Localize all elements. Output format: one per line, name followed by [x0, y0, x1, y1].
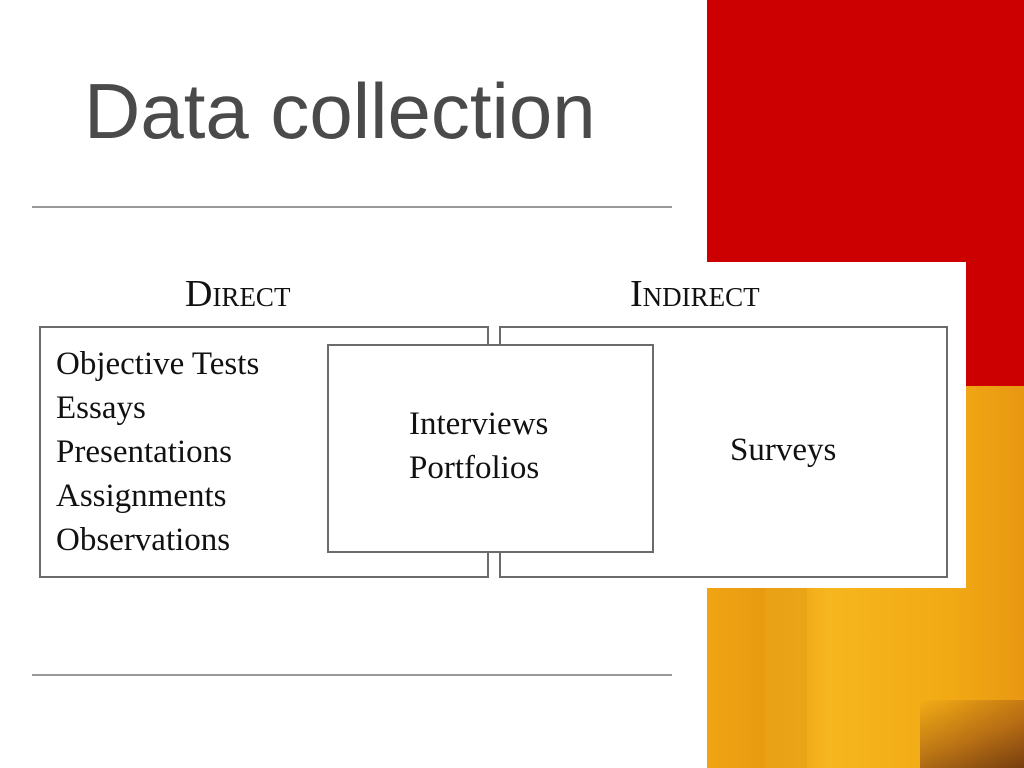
indirect-heading: Indirect — [630, 273, 760, 315]
direct-heading: Direct — [185, 273, 291, 315]
top-divider — [32, 206, 672, 208]
overlap-box — [327, 344, 654, 553]
list-item: Presentations — [56, 434, 232, 470]
list-item: Essays — [56, 390, 146, 426]
list-item: Assignments — [56, 478, 227, 514]
venn-diagram: Direct Indirect Objective Tests Essays P… — [22, 262, 966, 588]
slide-title: Data collection — [84, 67, 596, 155]
direct-list: Objective Tests Essays Presentations Ass… — [56, 342, 259, 562]
gold-decor-stripe — [765, 586, 807, 768]
list-item: Surveys — [730, 432, 837, 468]
list-item: Objective Tests — [56, 346, 260, 382]
indirect-list: Surveys — [730, 428, 836, 472]
list-item: Observations — [56, 522, 231, 558]
overlap-list: Interviews Portfolios — [409, 402, 548, 490]
list-item: Portfolios — [409, 450, 540, 486]
bottom-divider — [32, 674, 672, 676]
gold-decor-shadow — [920, 700, 1024, 768]
list-item: Interviews — [409, 406, 549, 442]
